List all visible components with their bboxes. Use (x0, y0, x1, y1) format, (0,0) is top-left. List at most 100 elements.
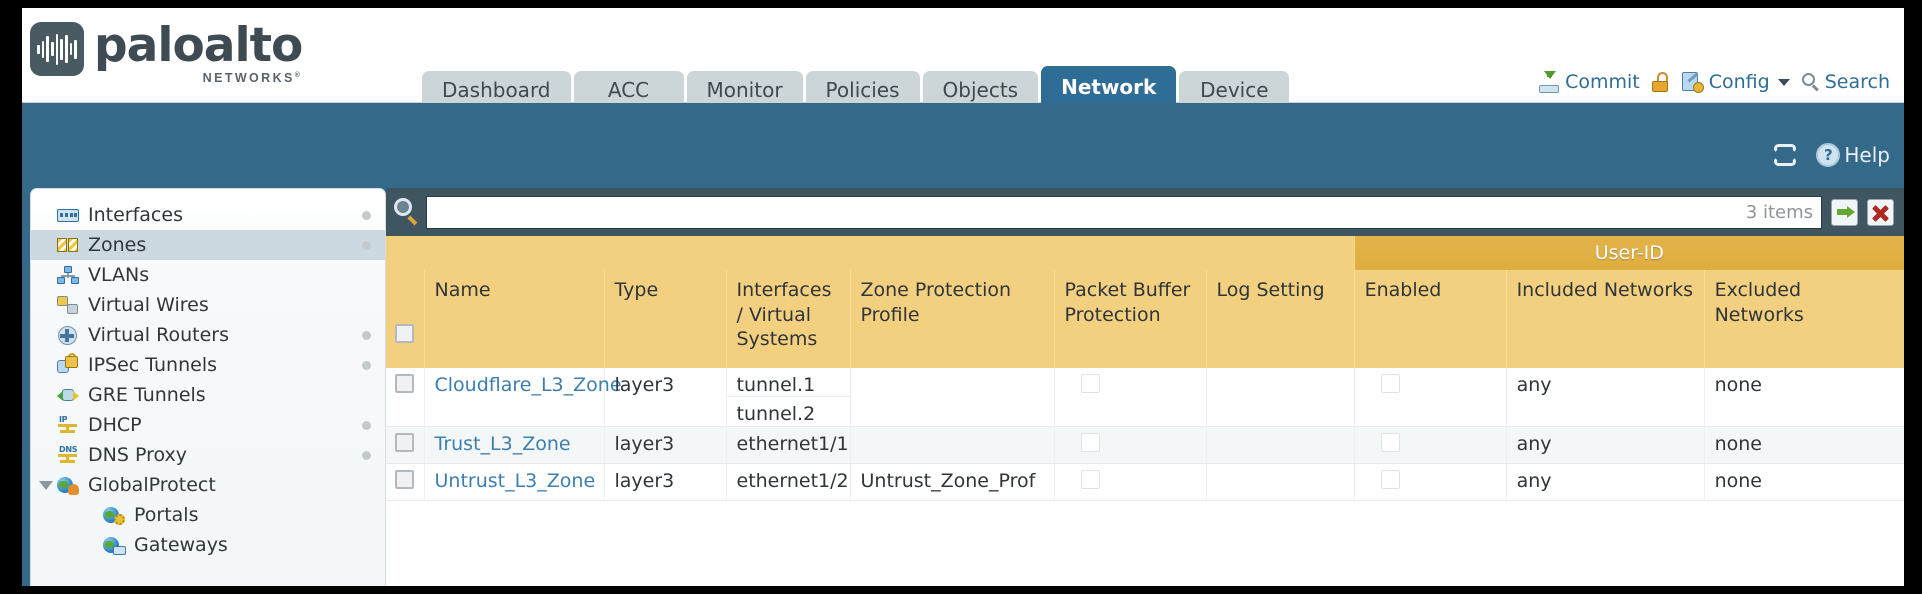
cell-zone-protection-profile (850, 368, 1055, 428)
tab-acc[interactable]: ACC (573, 71, 684, 108)
col-header-type[interactable]: Type (604, 270, 727, 369)
cell-packet-buffer-protection[interactable] (1054, 368, 1207, 428)
row-checkbox[interactable] (395, 470, 415, 490)
sidebar-item-gateways[interactable]: Gateways (31, 530, 385, 560)
packet-buffer-checkbox[interactable] (1080, 470, 1100, 490)
zone-link[interactable]: Untrust_L3_Zone (434, 470, 596, 493)
dns-proxy-icon: DNS (57, 445, 79, 465)
interface-entry: tunnel.2 (736, 403, 816, 426)
search-button[interactable]: Search (1801, 71, 1890, 93)
col-header-included-networks[interactable]: Included Networks (1506, 270, 1705, 369)
cell-interfaces: tunnel.1 tunnel.2 (726, 368, 851, 428)
sidebar-item-label: Virtual Wires (88, 294, 209, 316)
sidebar-item-zones[interactable]: Zones (31, 230, 385, 260)
cell-userid-enabled[interactable] (1354, 463, 1507, 502)
help-button[interactable]: ? Help (1816, 143, 1890, 167)
cell-name[interactable]: Cloudflare_L3_Zone (424, 368, 622, 428)
ipsec-tunnels-icon (57, 352, 79, 375)
clear-x-icon[interactable] (1867, 198, 1894, 226)
table-row[interactable]: Trust_L3_Zone layer3 ethernet1/1 (386, 426, 1904, 465)
cell-log-setting (1206, 368, 1355, 428)
main-nav-tabs: Dashboard ACC Monitor Policies Objects N… (422, 66, 1290, 108)
column-header-row: Name Type Interfaces / Virtual Systems Z… (386, 270, 1904, 369)
sidebar-item-dhcp[interactable]: IP DHCP (31, 410, 385, 440)
sidebar-item-ipsec-tunnels[interactable]: IPSec Tunnels (31, 350, 385, 380)
config-label: Config (1708, 71, 1770, 93)
row-select-cell[interactable] (386, 368, 425, 428)
sidebar-item-vlans[interactable]: VLANs (31, 260, 385, 290)
row-select-cell[interactable] (386, 463, 425, 502)
sidebar-item-label: IPSec Tunnels (88, 354, 218, 376)
col-header-packet-buffer-protection[interactable]: Packet Buffer Protection (1054, 270, 1207, 369)
select-all-checkbox[interactable] (395, 324, 415, 344)
sidebar-item-label: DHCP (88, 414, 142, 436)
row-checkbox[interactable] (395, 374, 415, 394)
col-header-log-setting[interactable]: Log Setting (1206, 270, 1355, 369)
table-row[interactable]: Untrust_L3_Zone layer3 ethernet1/2 Untru… (386, 463, 1904, 502)
sidebar-item-label: Interfaces (88, 204, 183, 226)
cell-name[interactable]: Untrust_L3_Zone (424, 463, 605, 502)
search-input[interactable]: 3 items (426, 195, 1822, 229)
tab-dashboard[interactable]: Dashboard (422, 71, 571, 108)
cell-packet-buffer-protection[interactable] (1054, 463, 1207, 502)
sidebar-item-virtual-wires[interactable]: Virtual Wires (31, 290, 385, 320)
sidebar-item-interfaces[interactable]: Interfaces (31, 200, 385, 230)
commit-button[interactable]: Commit (1538, 71, 1640, 93)
col-header-name[interactable]: Name (424, 270, 605, 369)
tab-policies[interactable]: Policies (805, 71, 920, 108)
zones-table-container: User-ID Name Type Interfaces / Virtual S… (386, 236, 1904, 586)
sidebar-item-label: Zones (88, 234, 147, 256)
tab-device[interactable]: Device (1179, 71, 1290, 108)
go-arrow-icon[interactable] (1831, 198, 1858, 226)
col-header-zone-protection-profile[interactable]: Zone Protection Profile (850, 270, 1055, 369)
row-checkbox[interactable] (395, 433, 415, 453)
sidebar-item-label: VLANs (88, 264, 150, 286)
cell-excluded-networks: none (1704, 463, 1904, 502)
userid-enabled-checkbox[interactable] (1380, 470, 1400, 490)
sidebar-item-label: Portals (134, 504, 199, 526)
tab-objects[interactable]: Objects (922, 71, 1039, 108)
tab-monitor[interactable]: Monitor (686, 71, 803, 108)
search-icon[interactable] (392, 197, 422, 227)
col-header-enabled[interactable]: Enabled (1354, 270, 1507, 369)
table-row[interactable]: Cloudflare_L3_Zone layer3 tunnel.1 tunne… (386, 368, 1904, 428)
cell-userid-enabled[interactable] (1354, 426, 1507, 465)
sidebar-item-label: Virtual Routers (88, 324, 229, 346)
cell-log-setting (1206, 463, 1355, 502)
sidebar-item-gre-tunnels[interactable]: GRE Tunnels (31, 380, 385, 410)
userid-enabled-checkbox[interactable] (1380, 374, 1400, 394)
cell-userid-enabled[interactable] (1354, 368, 1507, 428)
filter-bar: 3 items (386, 188, 1904, 236)
interfaces-icon (57, 206, 79, 225)
cell-type: layer3 (604, 426, 727, 465)
sidebar-item-portals[interactable]: Portals (31, 500, 385, 530)
config-icon (1681, 71, 1704, 93)
brand-sub: NETWORKS® (202, 71, 303, 85)
cell-log-setting (1206, 426, 1355, 465)
packet-buffer-checkbox[interactable] (1080, 374, 1100, 394)
chevron-down-icon (1777, 78, 1790, 86)
cell-packet-buffer-protection[interactable] (1054, 426, 1207, 465)
zone-link[interactable]: Trust_L3_Zone (434, 433, 571, 456)
packet-buffer-checkbox[interactable] (1080, 433, 1100, 453)
config-menu[interactable]: Config (1681, 71, 1790, 93)
col-header-excluded-networks[interactable]: Excluded Networks (1704, 270, 1904, 369)
zone-link[interactable]: Cloudflare_L3_Zone (434, 374, 622, 397)
virtual-routers-icon (57, 325, 79, 345)
sidebar-item-virtual-routers[interactable]: Virtual Routers (31, 320, 385, 350)
col-header-interfaces[interactable]: Interfaces / Virtual Systems (726, 270, 851, 369)
virtual-wires-icon (57, 295, 79, 315)
status-dot (362, 241, 371, 250)
expander-triangle-icon[interactable] (39, 481, 53, 490)
tab-network[interactable]: Network (1041, 66, 1177, 108)
row-select-cell[interactable] (386, 426, 425, 465)
sidebar-item-dns-proxy[interactable]: DNS DNS Proxy (31, 440, 385, 470)
select-all-header[interactable] (386, 270, 425, 369)
lock-icon[interactable] (1651, 72, 1670, 92)
refresh-icon[interactable] (1772, 143, 1798, 167)
group-header-spacer (386, 236, 1355, 270)
cell-name[interactable]: Trust_L3_Zone (424, 426, 605, 465)
userid-enabled-checkbox[interactable] (1380, 433, 1400, 453)
sidebar-item-globalprotect[interactable]: GlobalProtect (31, 470, 385, 500)
palo-alto-firewall-app: paloalto NETWORKS® Dashboard ACC Monitor… (22, 8, 1904, 586)
